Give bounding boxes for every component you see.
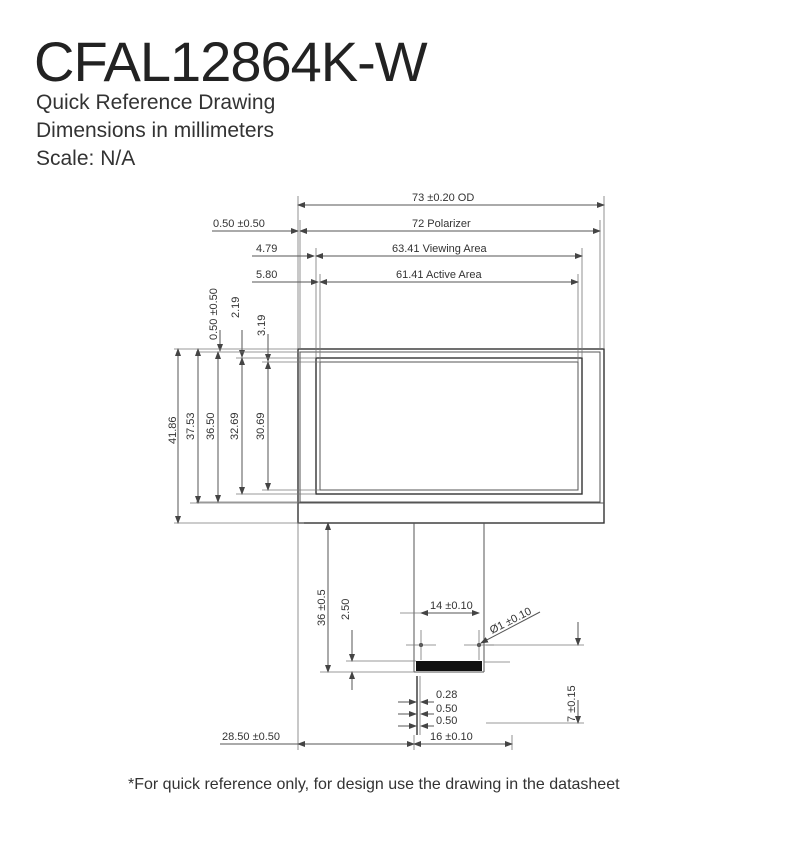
glass-outline (297, 348, 605, 524)
dim-pitch-028-label: 0.28 (436, 689, 457, 701)
flex-contact-pads (416, 661, 482, 671)
polarizer-outline (299, 351, 601, 503)
dim-h-3069-label: 30.69 (255, 412, 267, 440)
dim-viewing-area-label: 63.41 Viewing Area (392, 243, 487, 255)
dim-pitch-050b-label: 0.50 (436, 715, 457, 727)
dim-h-3269-label: 32.69 (229, 412, 241, 440)
dim-active-area-label: 61.41 Active Area (396, 269, 482, 281)
dim-left-050-label: 0.50 ±0.50 (213, 218, 265, 230)
dim-offset-2850-label: 28.50 ±0.50 (222, 731, 280, 743)
dim-left-580-label: 5.80 (256, 269, 277, 281)
dim-pitch-050a-label: 0.50 (436, 703, 457, 715)
dim-tail-7-label: 7 ±0.15 (566, 685, 578, 722)
dim-left-479-label: 4.79 (256, 243, 277, 255)
dim-h-4186-label: 41.86 (167, 416, 179, 444)
active-area-outline (319, 361, 579, 491)
dim-h-3753-label: 37.53 (185, 412, 197, 440)
dim-v-219-label: 2.19 (230, 297, 242, 318)
dim-polarizer-label: 72 Polarizer (412, 218, 471, 230)
page-title: CFAL12864K-W (34, 30, 428, 93)
subtitle-units: Dimensions in millimeters (36, 119, 275, 142)
dim-tail-16-label: 16 ±0.10 (430, 731, 473, 743)
viewing-area-outline (315, 357, 583, 495)
dim-v-050-label: 0.50 ±0.50 (208, 288, 220, 340)
dim-hole-label: Ø1 ±0.10 (488, 605, 534, 636)
footnote: *For quick reference only, for design us… (128, 776, 620, 793)
dim-h-3650-label: 36.50 (205, 412, 217, 440)
leader-hole (480, 611, 541, 644)
dim-od-label: 73 ±0.20 OD (412, 192, 474, 204)
dim-tail-14-label: 14 ±0.10 (430, 600, 473, 612)
dim-tail-36-label: 36 ±0.5 (316, 589, 328, 626)
subtitle-drawing-type: Quick Reference Drawing (36, 91, 276, 114)
dim-v-319-label: 3.19 (256, 315, 268, 336)
dim-tail-250-label: 2.50 (340, 599, 352, 620)
subtitle-scale: Scale: N/A (36, 147, 136, 170)
